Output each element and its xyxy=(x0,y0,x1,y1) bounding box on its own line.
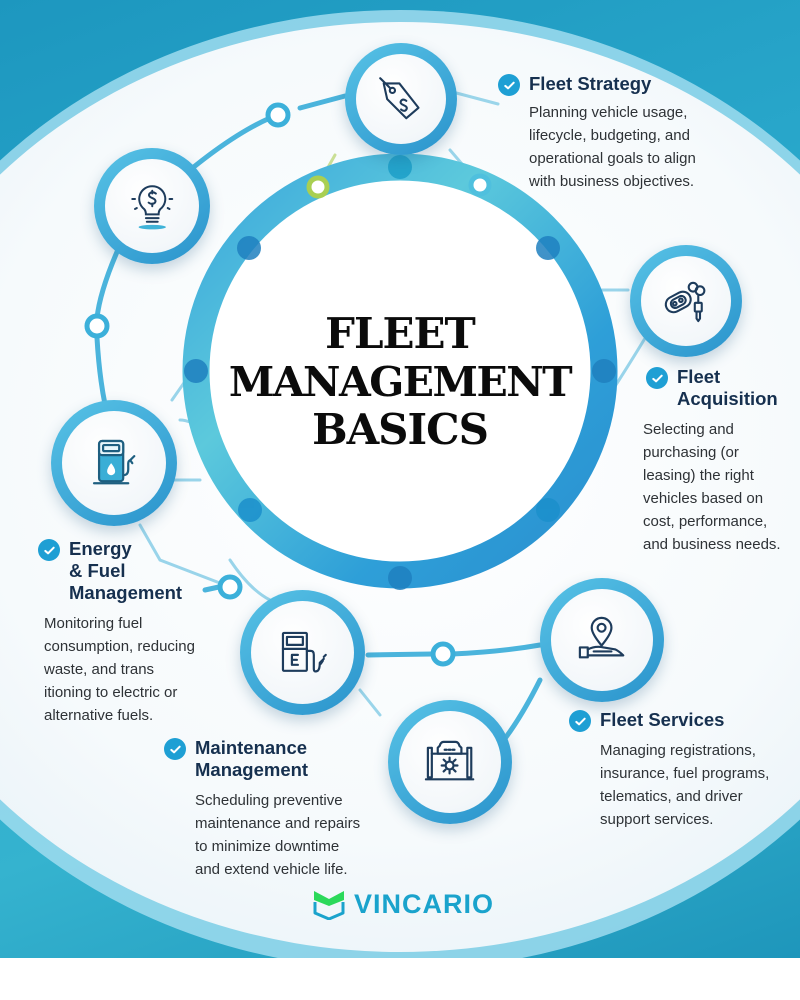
item-description: Selecting and purchasing (or leasing) th… xyxy=(643,418,800,556)
desc-line: cost, performance, xyxy=(643,513,768,530)
desc-line: operational goals to align xyxy=(529,150,696,167)
desc-line: leasing) the right xyxy=(643,467,754,484)
desc-line: maintenance and repairs xyxy=(195,815,361,832)
fleet-strategy-node xyxy=(345,43,457,155)
item-description: Managing registrations, insurance, fuel … xyxy=(600,739,800,831)
title-line-3: BASICS xyxy=(312,405,489,454)
desc-line: Selecting and xyxy=(643,421,734,438)
title-line-2: MANAGEMENT xyxy=(228,358,573,406)
title-line-1: FLEET xyxy=(325,309,476,358)
fuel-pump-e-icon xyxy=(281,631,327,673)
desc-line: and extend vehicle life. xyxy=(195,861,348,878)
desc-line: lifecycle, budgeting, and xyxy=(529,127,690,144)
desc-line: itioning to electric or xyxy=(44,684,178,701)
check-circle-icon xyxy=(646,367,668,389)
maintenance-node xyxy=(388,700,512,824)
vincario-logo: VINCARIO xyxy=(312,888,494,920)
check-circle-icon xyxy=(569,710,591,732)
fleet-acquisition-node xyxy=(630,245,742,357)
desc-line: insurance, fuel programs, xyxy=(600,765,770,782)
fuel-pump-drop-icon xyxy=(92,439,136,485)
item-title: Fleet Services xyxy=(600,709,725,730)
desc-line: alternative fuels. xyxy=(44,707,154,724)
fuel-pump-e-node xyxy=(240,590,365,715)
connection-network xyxy=(84,88,652,748)
desc-line: support services. xyxy=(600,811,714,828)
desc-line: Scheduling preventive xyxy=(195,792,343,809)
item-description: Monitoring fuel consumption, reducing wa… xyxy=(44,612,238,727)
desc-line: consumption, reducing xyxy=(44,638,195,655)
item-description: Planning vehicle usage, lifecycle, budge… xyxy=(529,101,798,193)
title-line: Maintenance xyxy=(195,737,308,758)
title-line: Acquisition xyxy=(677,388,778,409)
infographic-canvas: FLEET MANAGEMENT BASICS Fleet Strategy P… xyxy=(0,0,800,958)
item-description: Scheduling preventive maintenance and re… xyxy=(195,789,394,881)
lightbulb-dollar-icon xyxy=(131,185,173,230)
car-key-fob-icon xyxy=(664,281,706,323)
fleet-services-node xyxy=(540,578,664,702)
center-title: FLEET MANAGEMENT BASICS xyxy=(210,310,590,454)
desc-line: to minimize downtime xyxy=(195,838,340,855)
item-title: Fleet Acquisition xyxy=(677,366,778,410)
item-fleet-services: Fleet Services Managing registrations, i… xyxy=(569,709,800,831)
title-line: Management xyxy=(195,759,309,780)
energy-fuel-node xyxy=(51,400,177,526)
brand-name: VINCARIO xyxy=(354,888,495,919)
item-fleet-acquisition: Fleet Acquisition Selecting and purchasi… xyxy=(643,366,800,556)
lightbulb-node xyxy=(94,148,210,264)
desc-line: vehicles based on xyxy=(643,490,764,507)
check-circle-icon xyxy=(164,738,186,760)
desc-line: telematics, and driver xyxy=(600,788,743,805)
item-title: Energy & Fuel Management xyxy=(69,538,182,604)
desc-line: purchasing (or xyxy=(643,444,739,461)
check-circle-icon xyxy=(498,74,520,96)
desc-line: and business needs. xyxy=(643,536,781,553)
title-line: Fleet xyxy=(677,366,721,387)
item-title: Fleet Strategy xyxy=(529,73,652,94)
vincario-shield-icon xyxy=(313,891,345,920)
desc-line: with business objectives. xyxy=(529,173,695,190)
desc-line: Managing registrations, xyxy=(600,742,756,759)
item-maintenance-management: Maintenance Management Scheduling preven… xyxy=(164,737,394,881)
desc-line: Planning vehicle usage, xyxy=(529,104,688,121)
title-line: Management xyxy=(69,582,183,603)
item-fleet-strategy: Fleet Strategy Planning vehicle usage, l… xyxy=(498,73,798,193)
desc-line: waste, and trans xyxy=(44,661,155,678)
location-pin-hand-icon xyxy=(579,617,625,659)
desc-line: Monitoring fuel xyxy=(44,615,143,632)
title-line: Energy xyxy=(69,538,132,559)
item-title: Maintenance Management xyxy=(195,737,308,781)
vehicle-lift-gear-icon xyxy=(425,741,475,781)
item-energy-fuel-management: Energy & Fuel Management Monitoring fuel… xyxy=(38,538,238,727)
price-tag-dollar-icon xyxy=(379,77,420,120)
title-line: & Fuel xyxy=(69,560,126,581)
check-circle-icon xyxy=(38,539,60,561)
